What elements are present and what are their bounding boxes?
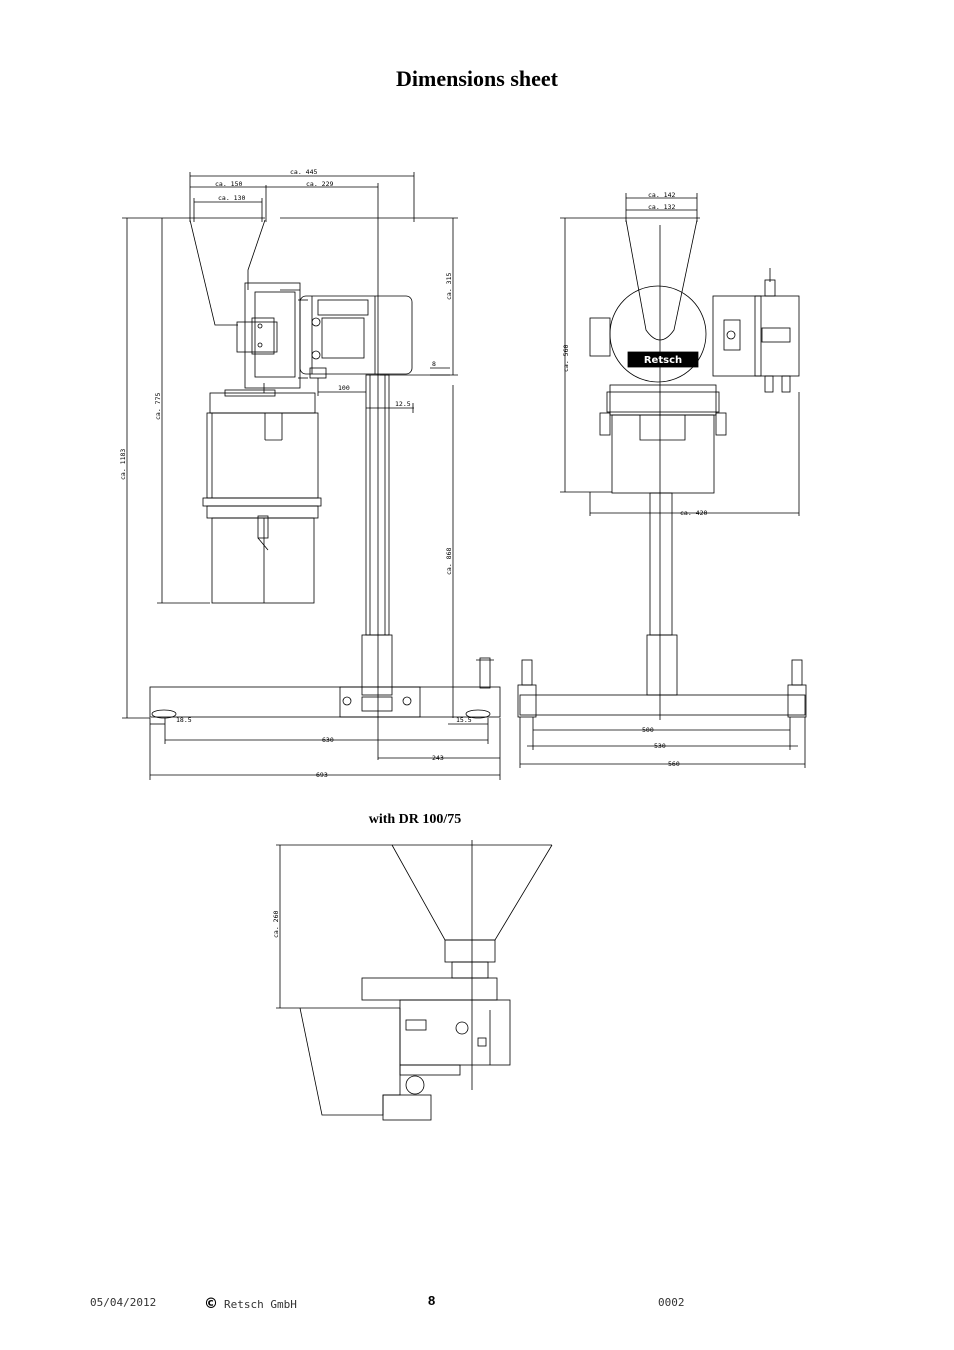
front-view: [517, 193, 807, 768]
footer-date: 05/04/2012: [90, 1296, 157, 1309]
page-title: Dimensions sheet: [396, 66, 558, 91]
dim-side-top-height: ca. 315: [445, 273, 453, 300]
footer-code: 0002: [658, 1296, 685, 1309]
dim-front-base-mid: 530: [654, 742, 666, 750]
copyright-symbol: ©: [204, 1296, 218, 1312]
dim-side-hopper-inner: ca. 130: [218, 194, 245, 202]
dim-side-base-inner: 630: [322, 736, 334, 744]
dim-side-hopper-top: ca. 150: [215, 180, 242, 188]
dim-side-column: 12.5: [395, 400, 411, 408]
dim-front-hopper-outer: ca. 142: [648, 191, 675, 199]
dim-front-base-outer: 560: [668, 760, 680, 768]
dim-detail-height: ca. 260: [272, 911, 280, 938]
dim-front-height: ca. 560: [562, 345, 570, 372]
dim-side-total-height: ca. 1183: [119, 449, 127, 480]
dim-side-column-height: ca. 868: [445, 548, 453, 575]
footer-copyright: © Retsch GmbH: [204, 1296, 297, 1312]
page-number: 8: [428, 1293, 436, 1308]
dim-side-overall-width: ca. 445: [290, 168, 317, 176]
dim-side-gap: 8: [432, 360, 436, 368]
dim-side-arm: 100: [338, 384, 350, 392]
dim-front-width: ca. 420: [680, 509, 707, 517]
brand-label: Retsch: [644, 355, 682, 366]
dim-side-motor-offset: ca. 229: [306, 180, 333, 188]
footer-company: Retsch GmbH: [224, 1298, 297, 1311]
detail-view-caption: with DR 100/75: [368, 812, 462, 827]
dim-side-base-total: 693: [316, 771, 328, 779]
dim-front-base-inner: 500: [642, 726, 654, 734]
dim-side-base-offset: 243: [432, 754, 444, 762]
dim-side-foot-left: 18.5: [176, 716, 192, 724]
dim-front-hopper-inner: ca. 132: [648, 203, 675, 211]
side-view-dimension-labels: ca. 445 ca. 150 ca. 229 ca. 130 ca. 315 …: [119, 168, 472, 779]
detail-view: [276, 840, 553, 1121]
side-view: [122, 172, 501, 780]
dim-side-foot-right: 15.5: [456, 716, 472, 724]
dim-side-body-height: ca. 775: [154, 393, 162, 420]
front-view-dimension-labels: ca. 142 ca. 132 ca. 560 ca. 420 500 530 …: [562, 191, 707, 768]
